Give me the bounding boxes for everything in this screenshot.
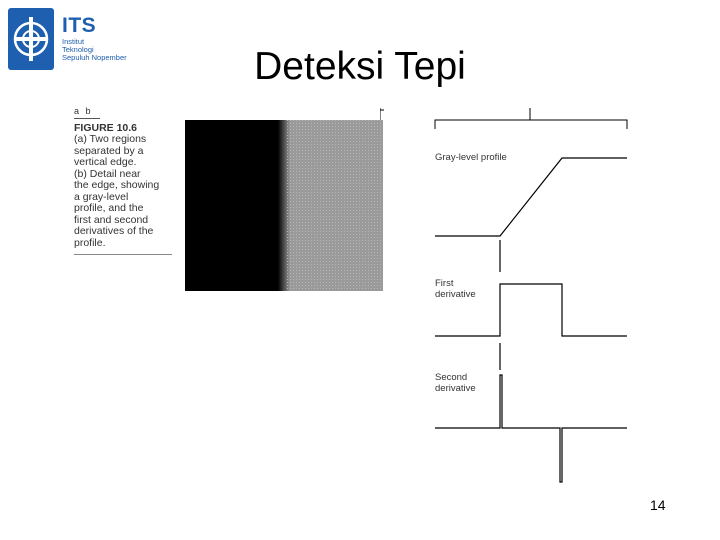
panel-labels: a b [74,106,100,119]
page-number: 14 [650,497,666,513]
slide-title: Deteksi Tepi [254,45,466,88]
its-emblem-icon [8,8,54,70]
first-derivative-curve [435,283,627,337]
first-derivative-label: First derivative [435,278,476,300]
edge-image [185,120,383,291]
gray-level-profile-label: Gray-level profile [435,152,507,163]
logo-wordmark: ITS [62,14,97,37]
caption-rule [74,254,172,255]
gray-level-profile-curve [435,157,627,237]
figure-caption: a b FIGURE 10.6 (a) Two regions separate… [74,106,174,255]
figure-label: FIGURE 10.6 [74,121,138,134]
detail-bracket-left [380,108,384,120]
second-derivative-label: Second derivative [435,372,476,394]
figure-caption-text: (a) Two regions separated by a vertical … [74,133,160,249]
edge-detail-diagram [380,108,628,483]
logo-subtitle: Institut Teknologi Sepuluh Nopember [62,37,127,62]
second-derivative-curve [435,374,627,483]
edge-image-texture [285,120,383,291]
detail-top-bracket [434,119,628,129]
its-logo: ITS Institut Teknologi Sepuluh Nopember [6,6,130,74]
